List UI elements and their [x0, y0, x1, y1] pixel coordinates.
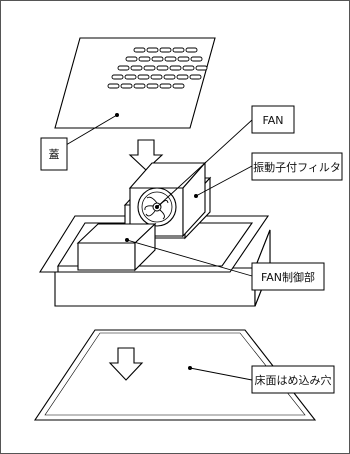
lid-panel: [54, 37, 216, 146]
down-arrow-icon: [108, 347, 144, 381]
vent-slot: [130, 65, 143, 71]
vent-slot: [176, 74, 189, 80]
fan-control-label-box: FAN制御部: [251, 262, 325, 291]
vent-slot: [164, 56, 177, 62]
vent-slot: [133, 83, 146, 89]
vent-slot: [163, 74, 176, 80]
fan-unit: [128, 161, 207, 238]
vent-slot: [189, 74, 202, 80]
lid-leader-line: [65, 114, 118, 146]
vent-slot: [111, 74, 124, 80]
filter-label: 振動子付フィルタ: [253, 160, 341, 174]
vent-slot: [125, 56, 138, 62]
vent-slot: [120, 83, 133, 89]
lid-label: 蓋: [49, 148, 60, 161]
vent-slot: [177, 56, 190, 62]
vent-slot: [150, 74, 163, 80]
vent-slot: [124, 74, 137, 80]
vent-slot: [143, 65, 156, 71]
fan-icon: [137, 187, 177, 227]
floor-leader-line: [189, 367, 253, 381]
vent-slot: [117, 65, 130, 71]
fan-control-block: [76, 222, 157, 272]
fan-control-leader-line: [126, 239, 253, 277]
filter-label-box: 振動子付フィルタ: [251, 152, 343, 181]
vent-slot: [146, 83, 159, 89]
vent-slot: [185, 47, 198, 53]
vent-slot: [159, 83, 172, 89]
vent-slot: [133, 47, 146, 53]
vent-slot: [138, 56, 151, 62]
vent-slot: [151, 56, 164, 62]
floor-panel: [33, 329, 317, 421]
vent-slot: [172, 47, 185, 53]
fan-control-label: FAN制御部: [261, 270, 315, 284]
vent-slot: [159, 47, 172, 53]
vent-slot: [156, 65, 169, 71]
vent-slot: [146, 47, 159, 53]
vent-slots: [107, 47, 208, 89]
vent-slot: [195, 65, 208, 71]
vent-slot: [182, 65, 195, 71]
vent-slot: [190, 56, 203, 62]
fan-label: FAN: [262, 114, 283, 127]
vent-slot: [169, 65, 182, 71]
vent-slot: [107, 83, 120, 89]
vent-slot: [172, 83, 185, 89]
floor-hole-label: 床面はめ込み穴: [255, 373, 332, 387]
lid-label-box: 蓋: [40, 137, 68, 171]
vent-slot: [137, 74, 150, 80]
fan-leader-line: [156, 119, 253, 208]
fan-label-box: FAN: [251, 105, 295, 134]
floor-label-box: 床面はめ込み穴: [251, 365, 335, 394]
filter-leader-line: [195, 165, 253, 197]
